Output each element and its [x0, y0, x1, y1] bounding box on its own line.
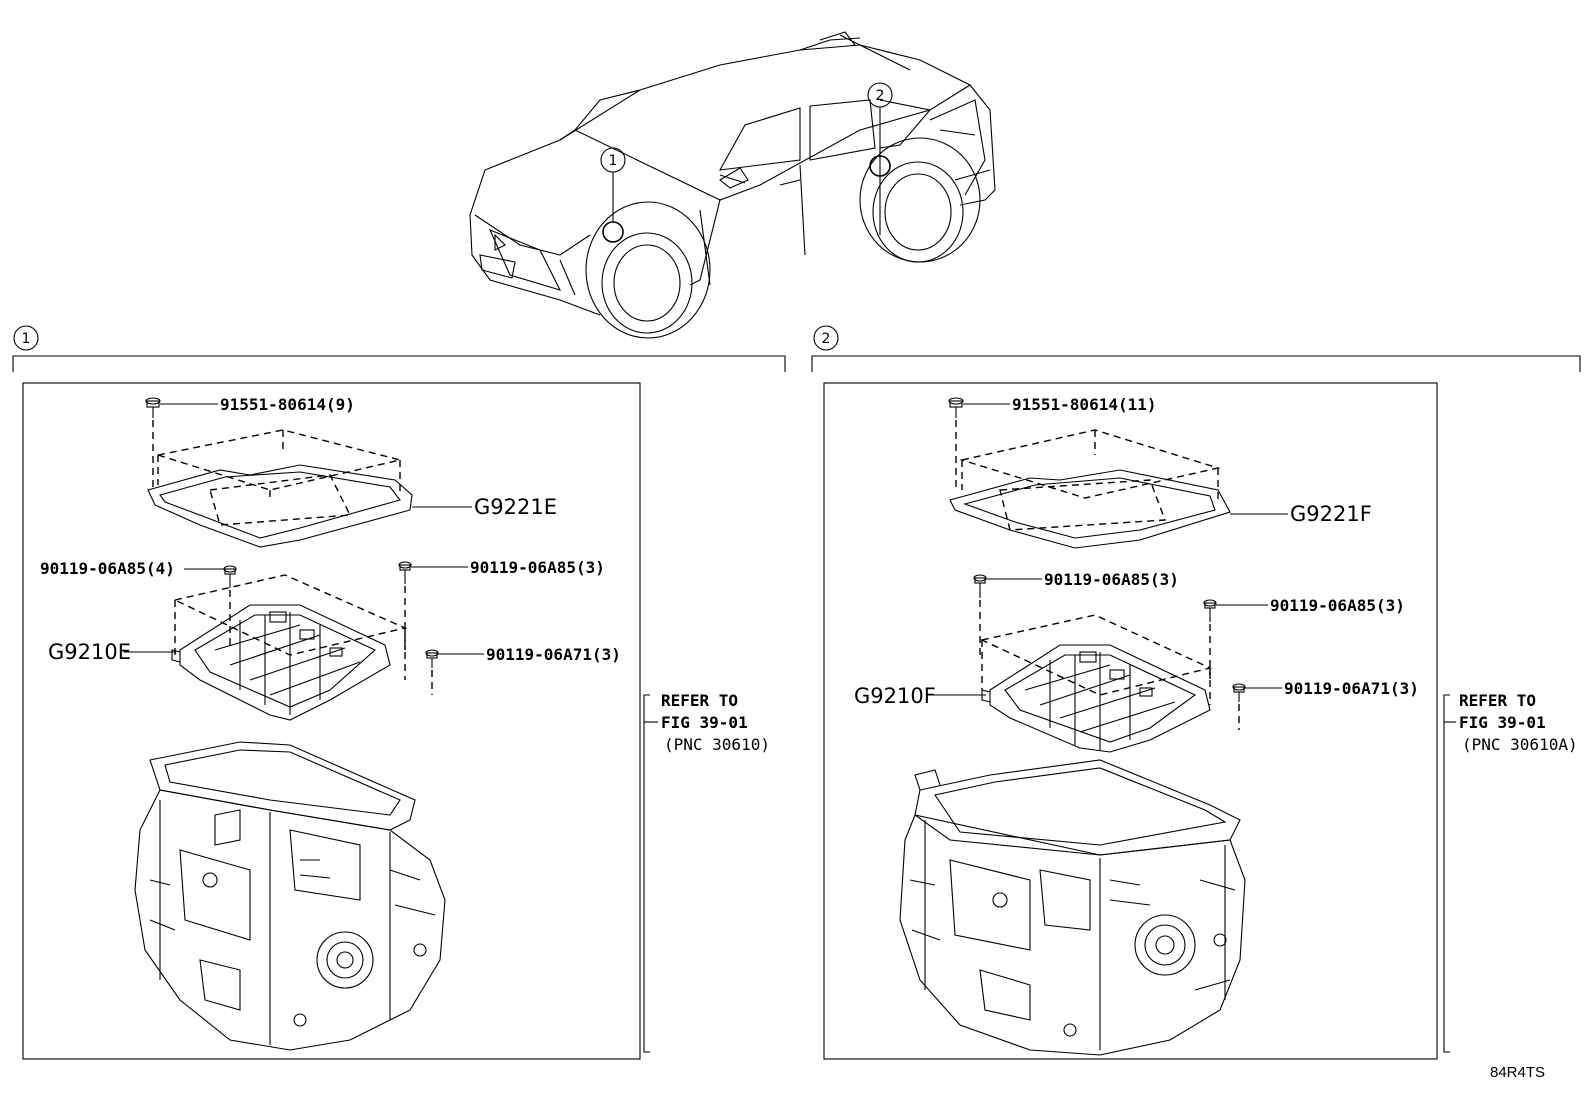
callout-circle-1: [600, 147, 626, 173]
refer-line-2: FIG 39-01: [1459, 713, 1546, 732]
bolt-icon: [425, 649, 439, 668]
bolt-icon: [1232, 683, 1246, 702]
section-2-marker: 2: [822, 331, 831, 347]
valve-body-part: [979, 614, 1213, 753]
bolt-icon: [398, 561, 412, 584]
callout-circle-2: [867, 82, 893, 108]
bolt-icon: [145, 397, 161, 418]
label-valve-body: G9210E: [48, 640, 131, 664]
section-2: 2 91551-80614(11) G9221F 90119-06: [811, 325, 1581, 1060]
label-bolt-small: 90119-06A71(3): [486, 645, 621, 664]
label-bolt-left: 90119-06A85(3): [1044, 570, 1179, 589]
bolt-icon: [948, 397, 964, 418]
valve-body-part: [171, 574, 408, 721]
section-1-marker: 1: [22, 331, 31, 347]
section-1: 1 91551-80614(9) G9221E 90119-06A85(4): [12, 325, 786, 1060]
label-bolt-right: 90119-06A85(3): [1270, 596, 1405, 615]
transaxle-case-part: [134, 741, 446, 1051]
label-bolt-right: 90119-06A85(3): [470, 558, 605, 577]
callout-circle-2-text: 2: [876, 88, 885, 104]
bolt-icon: [973, 574, 987, 598]
label-valve-body: G9210F: [854, 684, 936, 708]
bolt-icon: [1203, 599, 1217, 622]
oil-pan-part: [147, 429, 413, 548]
oil-pan-part: [949, 429, 1231, 549]
transaxle-case-part: [899, 759, 1246, 1056]
label-pan: G9221F: [1290, 502, 1372, 526]
label-bolt-left: 90119-06A85(4): [40, 559, 175, 578]
section-2-frame: [823, 382, 1438, 1060]
refer-line-3: (PNC 30610): [664, 735, 770, 754]
figure-code: 84R4TS: [1490, 1064, 1545, 1081]
label-bolt-small: 90119-06A71(3): [1284, 679, 1419, 698]
label-bolt-top: 91551-80614(11): [1012, 395, 1157, 414]
refer-line-1: REFER TO: [1459, 691, 1536, 710]
label-pan: G9221E: [474, 495, 557, 519]
refer-line-2: FIG 39-01: [661, 713, 748, 732]
vehicle-illustration: [469, 31, 996, 339]
location-marker-1: [602, 221, 624, 243]
bolt-icon: [223, 565, 237, 588]
refer-line-3: (PNC 30610A): [1462, 735, 1578, 754]
refer-line-1: REFER TO: [661, 691, 738, 710]
label-bolt-top: 91551-80614(9): [220, 395, 355, 414]
section-1-frame: [22, 382, 641, 1060]
callout-circle-1-text: 1: [609, 153, 618, 169]
